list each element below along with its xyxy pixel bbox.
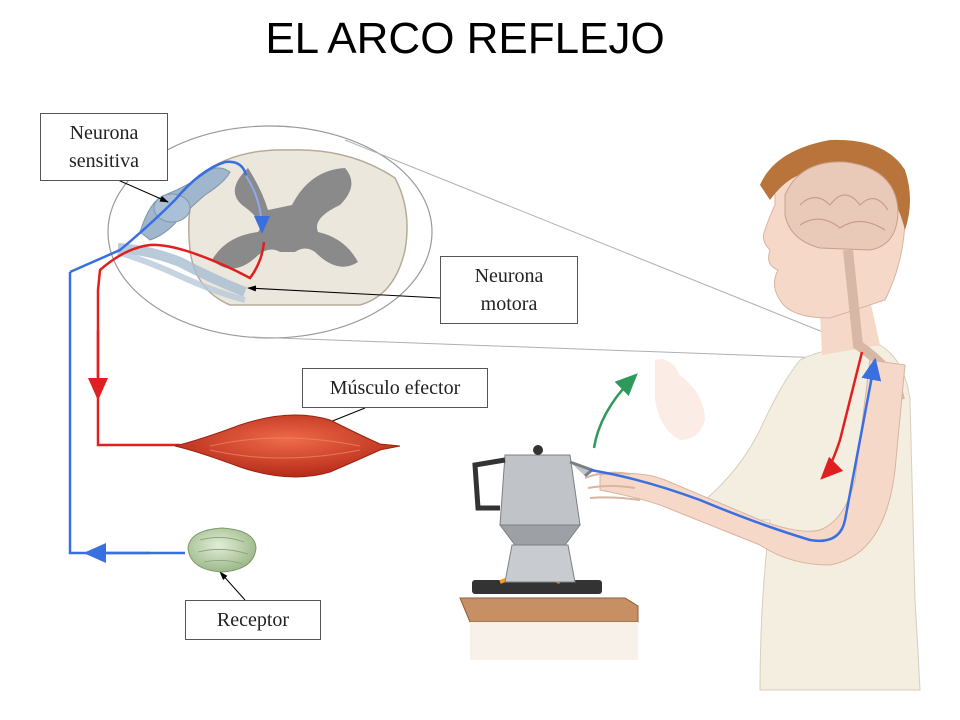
- arm-motor-pathway: [820, 351, 864, 480]
- receptor-label-text: Receptor: [216, 609, 290, 631]
- hair: [760, 139, 910, 230]
- grey-matter: [212, 168, 358, 269]
- sensory-neuron-pointer: [117, 179, 169, 203]
- receptor-organ: [187, 527, 257, 573]
- person-figure: [584, 139, 921, 691]
- motor-neuron-pointer: [247, 285, 441, 299]
- receptor-pointer: [219, 571, 246, 601]
- arm-sensory-pathway: [589, 357, 882, 543]
- brain: [784, 161, 899, 251]
- coffee-pot: [472, 445, 595, 583]
- sensory-neuron-label-text: Neurona sensitiva: [69, 122, 139, 172]
- motor-neuron-label-text: Neurona motora: [474, 265, 544, 315]
- effector-muscle: [174, 414, 401, 478]
- effector-muscle-label-text: Músculo efector: [329, 377, 461, 399]
- spinal-cord-magnified-view: [69, 125, 886, 361]
- effector-muscle-label: Músculo efector: [302, 368, 488, 408]
- withdrawal-movement-arrow: [592, 373, 638, 449]
- sensory-neuron-label: Neurona sensitiva: [40, 113, 168, 181]
- diagram-title: EL ARCO REFLEJO: [265, 14, 665, 63]
- sensory-neuron-path-magnified: [69, 160, 248, 274]
- stove: [459, 574, 639, 660]
- motor-neuron-label: Neurona motora: [440, 256, 578, 324]
- motor-neuron-path-magnified: [96, 241, 266, 291]
- receptor-label: Receptor: [185, 600, 321, 640]
